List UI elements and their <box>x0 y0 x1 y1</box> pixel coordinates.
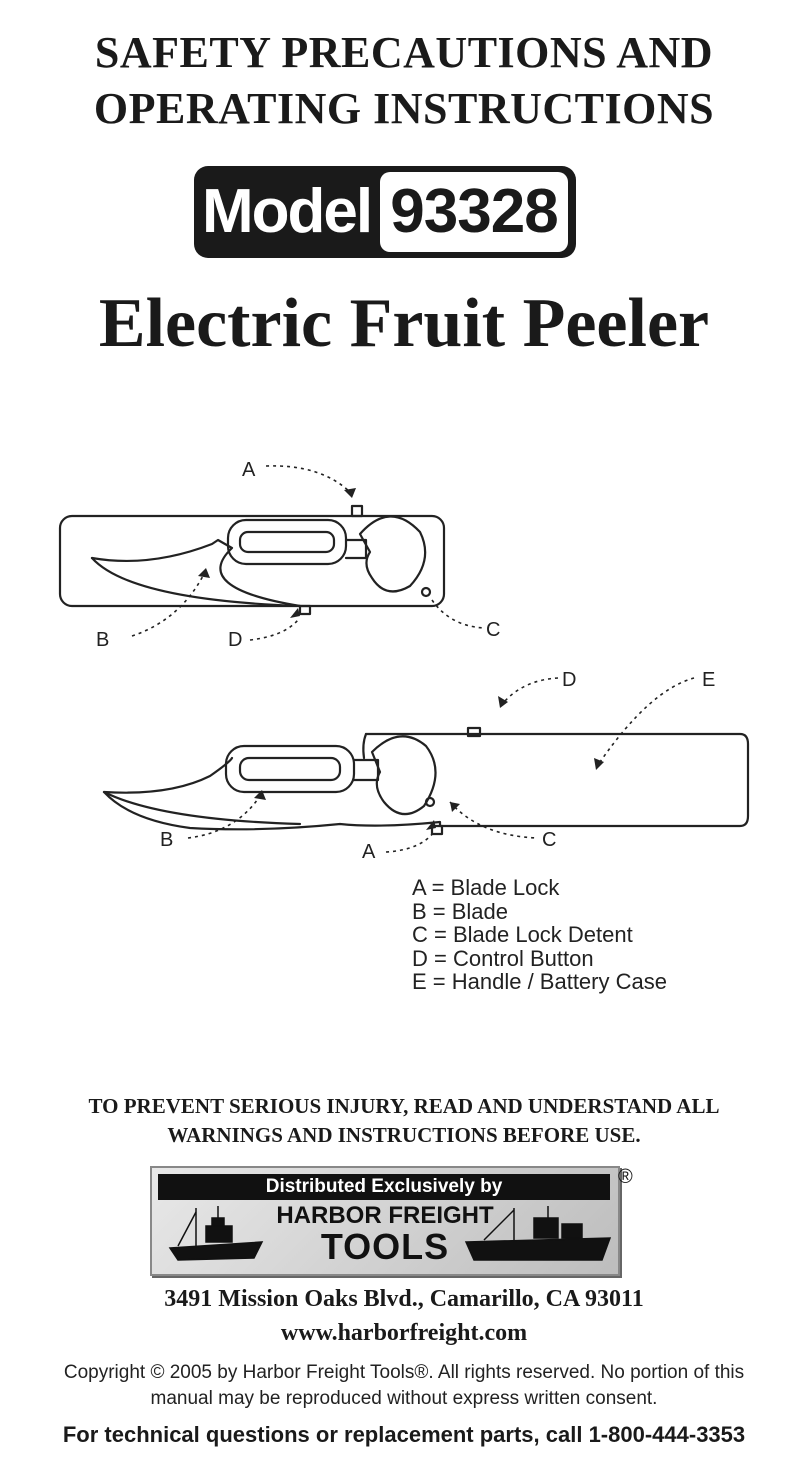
legend-item-d: D = Control Button <box>412 945 594 971</box>
contact-info: 3491 Mission Oaks Blvd., Camarillo, CA 9… <box>0 1282 808 1350</box>
callout-d-bottom: D <box>562 669 576 691</box>
legend-item-e: E = Handle / Battery Case <box>412 969 667 994</box>
warning-line-1: TO PREVENT SERIOUS INJURY, READ AND UNDE… <box>88 1094 720 1118</box>
support-phone: For technical questions or replacement p… <box>62 1422 746 1447</box>
callout-c-bottom: C <box>542 829 556 851</box>
model-number: 93328 <box>390 177 558 246</box>
copyright-notice: Copyright © 2005 by Harbor Freight Tools… <box>0 1360 808 1412</box>
product-name: Electric Fruit Peeler <box>98 285 710 362</box>
model-number-box: 93328 <box>380 172 568 252</box>
peeler-closed-illustration <box>58 504 446 616</box>
callout-b-bottom: B <box>160 829 173 851</box>
copyright-line-2: manual may be reproduced without express… <box>150 1388 658 1409</box>
harbor-freight-logo: Distributed Exclusively by HARBOR FREIGH… <box>150 1166 620 1276</box>
model-badge: Model 93328 <box>194 166 576 258</box>
callout-b-top: B <box>96 629 109 651</box>
website: www.harborfreight.com <box>280 1320 528 1346</box>
callout-c-top: C <box>486 619 500 641</box>
title-line-1: SAFETY PRECAUTIONS AND <box>94 28 714 77</box>
copyright-line-1: Copyright © 2005 by Harbor Freight Tools… <box>63 1362 745 1383</box>
diagram-legend: A = Blade Lock B = Blade C = Blade Lock … <box>412 876 667 994</box>
legend-item-b: B = Blade <box>412 898 509 924</box>
callout-e: E <box>702 669 715 691</box>
warning-line-2: WARNINGS AND INSTRUCTIONS BEFORE USE. <box>167 1123 641 1147</box>
peeler-open-illustration <box>102 726 750 836</box>
registered-mark: ® <box>618 1166 633 1188</box>
model-word: Model <box>202 177 373 246</box>
legend-item-c: C = Blade Lock Detent <box>412 922 633 947</box>
logo-banner: Distributed Exclusively by <box>158 1174 610 1200</box>
callout-a-top: A <box>242 459 256 481</box>
callout-d-top: D <box>228 629 242 651</box>
boat-icon-right <box>464 1206 612 1261</box>
boat-icon-left <box>168 1206 264 1261</box>
logo-brand-line-2: TOOLS <box>320 1226 450 1267</box>
logo-brand-line-1: HARBOR FREIGHT <box>276 1202 494 1229</box>
legend-item-a: A = Blade Lock <box>412 875 560 900</box>
title-line-2: OPERATING INSTRUCTIONS <box>93 84 715 133</box>
address: 3491 Mission Oaks Blvd., Camarillo, CA 9… <box>164 1286 644 1312</box>
callout-a-bottom: A <box>362 841 376 863</box>
peeler-diagram: A B D C D E B A C <box>58 459 750 863</box>
safety-warning: TO PREVENT SERIOUS INJURY, READ AND UNDE… <box>0 1092 808 1150</box>
